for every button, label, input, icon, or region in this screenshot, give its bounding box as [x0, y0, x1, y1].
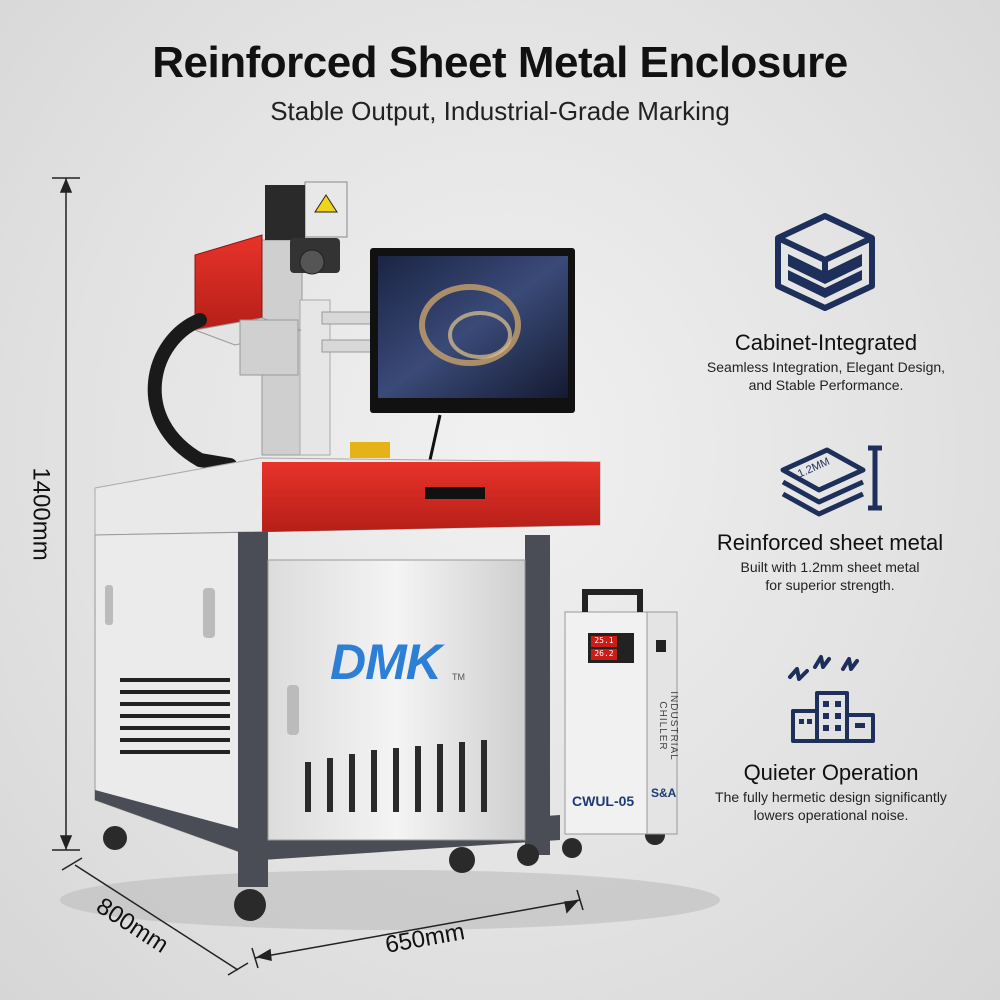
height-dimension-label: 1400mm	[27, 467, 55, 561]
quiet-building-icon	[788, 655, 875, 743]
chiller-display-2: 26.2	[594, 649, 614, 658]
feature-desc-quiet-line2: lowers operational noise.	[753, 807, 909, 823]
brand-trademark: TM	[452, 672, 465, 682]
feature-desc-sheet-metal-line1: Built with 1.2mm sheet metal	[740, 559, 920, 575]
feature-desc-cabinet-line1: Seamless Integration, Elegant Design,	[706, 359, 946, 375]
sheet-metal-layers-icon	[780, 445, 882, 517]
feature-title-quiet: Quieter Operation	[743, 760, 919, 785]
chiller-display-1: 25.1	[594, 636, 614, 645]
feature-title-cabinet: Cabinet-Integrated	[734, 330, 918, 355]
feature-desc-quiet-line1: The fully hermetic design significantly	[715, 789, 947, 805]
chiller-model-label: CWUL-05	[572, 793, 635, 809]
feature-desc-sheet-metal-line2: for superior strength.	[765, 577, 895, 593]
chiller-brand-label: S&A	[651, 786, 677, 800]
feature-title-sheet-metal: Reinforced sheet metal	[716, 530, 944, 555]
page-title: Reinforced Sheet Metal Enclosure	[152, 38, 848, 87]
feature-desc-cabinet-line2: and Stable Performance.	[748, 377, 904, 393]
brand-logo: DMK	[330, 634, 442, 690]
cabinet-icon	[775, 213, 875, 311]
page-subtitle: Stable Output, Industrial-Grade Marking	[270, 96, 730, 126]
